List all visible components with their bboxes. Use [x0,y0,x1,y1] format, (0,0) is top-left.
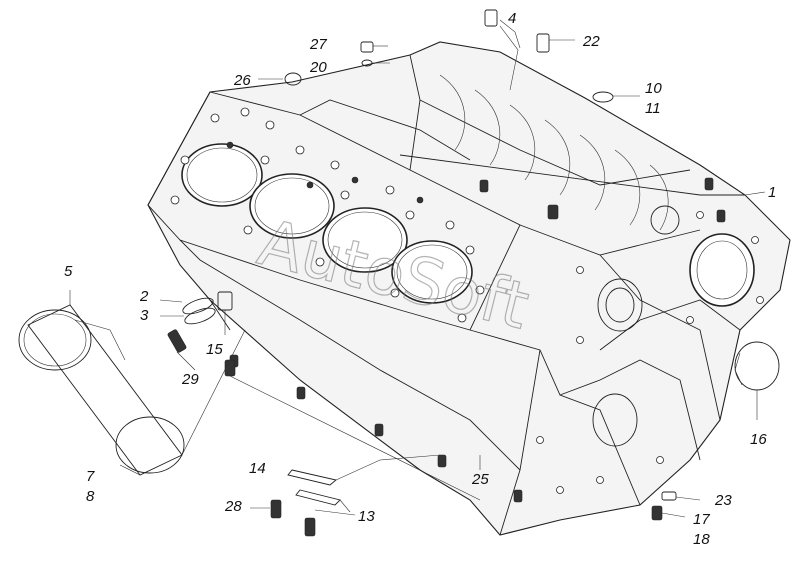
callout-labels: 4 22 27 20 26 10 11 1 5 2 3 15 29 16 7 8… [64,10,776,548]
callout-7: 7 [86,468,95,485]
callout-27: 27 [309,36,327,53]
callout-29: 29 [181,371,199,388]
callout-18: 18 [693,531,710,548]
callout-2: 2 [139,288,149,305]
callout-17: 17 [693,511,710,528]
leader-lines [69,19,766,518]
callout-26: 26 [233,72,251,89]
cylinder-block [147,41,791,536]
callout-16: 16 [750,431,767,448]
callout-4: 4 [508,10,516,27]
cylinder-liner [18,304,185,476]
callout-20: 20 [309,59,327,76]
callout-25: 25 [471,471,489,488]
block-studs [229,177,726,503]
callout-28: 28 [224,498,242,515]
deck-holes [170,107,485,323]
seal-and-bolt-parts [167,291,236,377]
callout-13: 13 [358,508,375,525]
rear-face [536,205,764,494]
callout-23: 23 [714,492,732,509]
callout-10: 10 [645,80,662,97]
callout-14: 14 [249,460,266,477]
callout-11: 11 [645,100,661,117]
cylinder-bores [181,143,473,304]
callout-5: 5 [64,263,73,280]
callout-3: 3 [140,307,149,324]
callout-1: 1 [768,184,776,201]
cup-plug [734,341,780,391]
callout-8: 8 [86,488,95,505]
callout-22: 22 [582,33,600,50]
bottom-small-parts [270,469,677,537]
callout-15: 15 [206,341,223,358]
